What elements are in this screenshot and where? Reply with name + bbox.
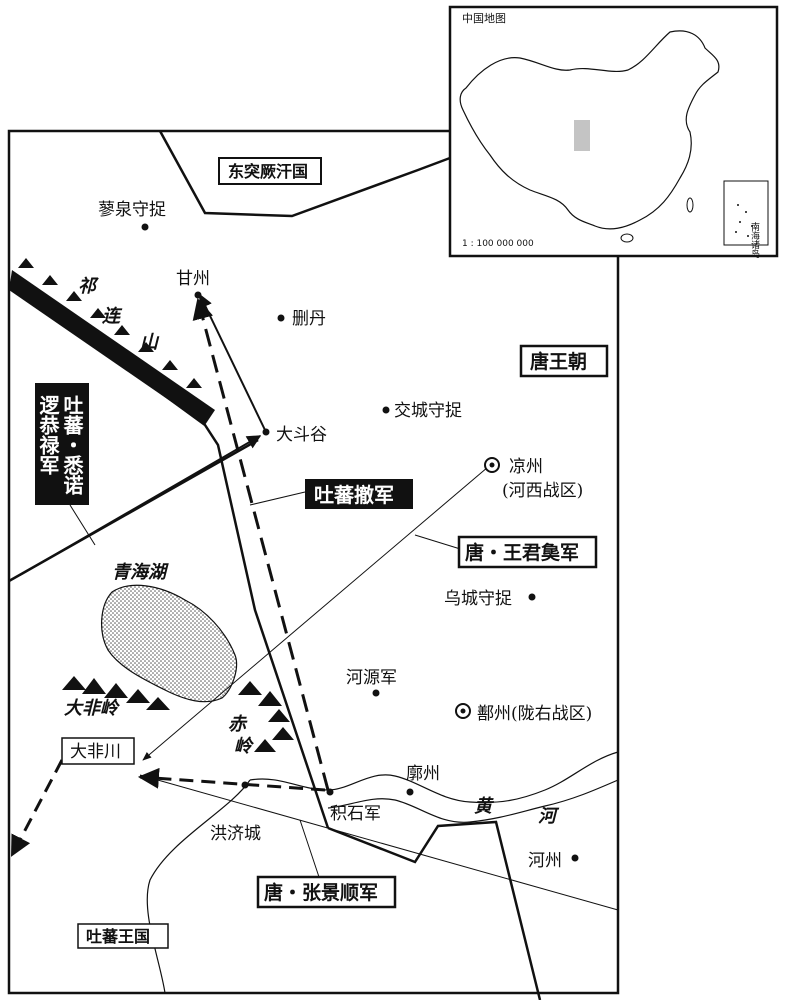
hongji-line xyxy=(139,774,619,911)
tang-tibet-border xyxy=(327,820,542,1000)
box-zhang-army: 唐・张景顺军 xyxy=(256,875,397,909)
svg-text:吐蕃王国: 吐蕃王国 xyxy=(86,927,150,946)
tubo-leader xyxy=(69,504,96,546)
inset-title: 中国地图 xyxy=(462,12,506,25)
inset-highlight xyxy=(574,120,590,151)
escape-route xyxy=(10,759,64,857)
svg-text:唐・王君㚟军: 唐・王君㚟军 xyxy=(465,541,579,564)
label-chi-2: 岭 xyxy=(234,736,255,757)
qinghai-lake xyxy=(101,584,238,703)
taiwan-shape xyxy=(686,197,694,213)
place-dots xyxy=(141,223,579,862)
river-branch xyxy=(146,779,251,994)
box-tang: 唐王朝 xyxy=(519,344,609,378)
zhang-route xyxy=(137,767,326,792)
prefecture-markers xyxy=(455,457,500,719)
label-qilian-2: 连 xyxy=(102,306,123,327)
yellow-river-bank xyxy=(327,779,619,823)
retreat-leader xyxy=(249,491,306,506)
label-hezhou: 河州 xyxy=(528,851,562,871)
inset-scale: 1 : 100 000 000 xyxy=(462,239,534,249)
label-qilian-1: 祁 xyxy=(78,276,99,297)
box-tibet-retreat: 吐蕃撤军 xyxy=(305,479,413,509)
box-wang-army: 唐・王君㚟军 xyxy=(457,535,598,569)
label-dadougu: 大斗谷 xyxy=(276,425,327,445)
ganzhou-dadougu-route xyxy=(199,293,266,431)
label-heyuan: 河源军 xyxy=(346,668,397,688)
label-yellow-2: 河 xyxy=(538,806,560,827)
box-east-turks: 东突厥汗国 xyxy=(218,157,322,185)
svg-text:吐蕃撤军: 吐蕃撤军 xyxy=(314,483,394,507)
svg-text:吐蕃・悉诺: 吐蕃・悉诺 xyxy=(60,395,84,496)
tubo-xinuo-route xyxy=(19,435,262,576)
label-qilian-3: 山 xyxy=(140,332,160,353)
label-dafei-ling: 大非岭 xyxy=(64,698,121,719)
dafei-mountains xyxy=(62,676,170,710)
label-liangzhou-note: (河西战区) xyxy=(502,481,583,501)
label-liangzhou: 凉州 xyxy=(509,457,543,477)
box-tibet-kingdom: 吐蕃王国 xyxy=(77,923,169,949)
svg-text:唐・张景顺军: 唐・张景顺军 xyxy=(264,881,378,904)
zhang-leader xyxy=(299,819,321,881)
tubo-retreat-route xyxy=(192,297,330,791)
box-tubo-xinuo: 吐蕃・悉诺 逻恭禄军 xyxy=(35,383,89,505)
chi-mountains xyxy=(238,681,294,752)
wang-route xyxy=(142,466,489,761)
east-turks-border xyxy=(158,130,451,218)
south-sea-label: 南海诸岛 xyxy=(749,221,760,259)
label-chi-1: 赤 xyxy=(228,714,248,735)
label-jiaocheng: 交城守捉 xyxy=(394,401,462,421)
label-shandan: 删丹 xyxy=(292,309,326,329)
label-liaoquan: 蓼泉守捉 xyxy=(98,200,166,220)
south-sea-islands xyxy=(735,204,753,237)
label-shanzhou: 鄯州(陇右战区) xyxy=(477,704,592,724)
svg-text:大非川: 大非川 xyxy=(70,742,121,762)
label-jishi: 积石军 xyxy=(330,804,381,824)
label-kuozhou: 廓州 xyxy=(406,764,440,784)
svg-text:东突厥汗国: 东突厥汗国 xyxy=(228,162,308,181)
label-hongji: 洪济城 xyxy=(210,824,261,844)
label-qinghai-lake: 青海湖 xyxy=(112,562,169,583)
china-inset: 中国地图 南海诸岛 1 : 100 000 000 xyxy=(448,5,779,259)
label-wucheng: 乌城守捉 xyxy=(444,589,512,609)
svg-text:唐王朝: 唐王朝 xyxy=(530,350,587,373)
hainan-shape xyxy=(620,233,634,243)
china-outline xyxy=(459,30,720,230)
qilian-mountains xyxy=(9,258,215,425)
label-ganzhou: 甘州 xyxy=(176,269,210,289)
label-yellow-1: 黄 xyxy=(474,796,495,817)
svg-text:逻恭禄军: 逻恭禄军 xyxy=(36,395,60,475)
box-dafeichuan: 大非川 xyxy=(61,737,135,765)
